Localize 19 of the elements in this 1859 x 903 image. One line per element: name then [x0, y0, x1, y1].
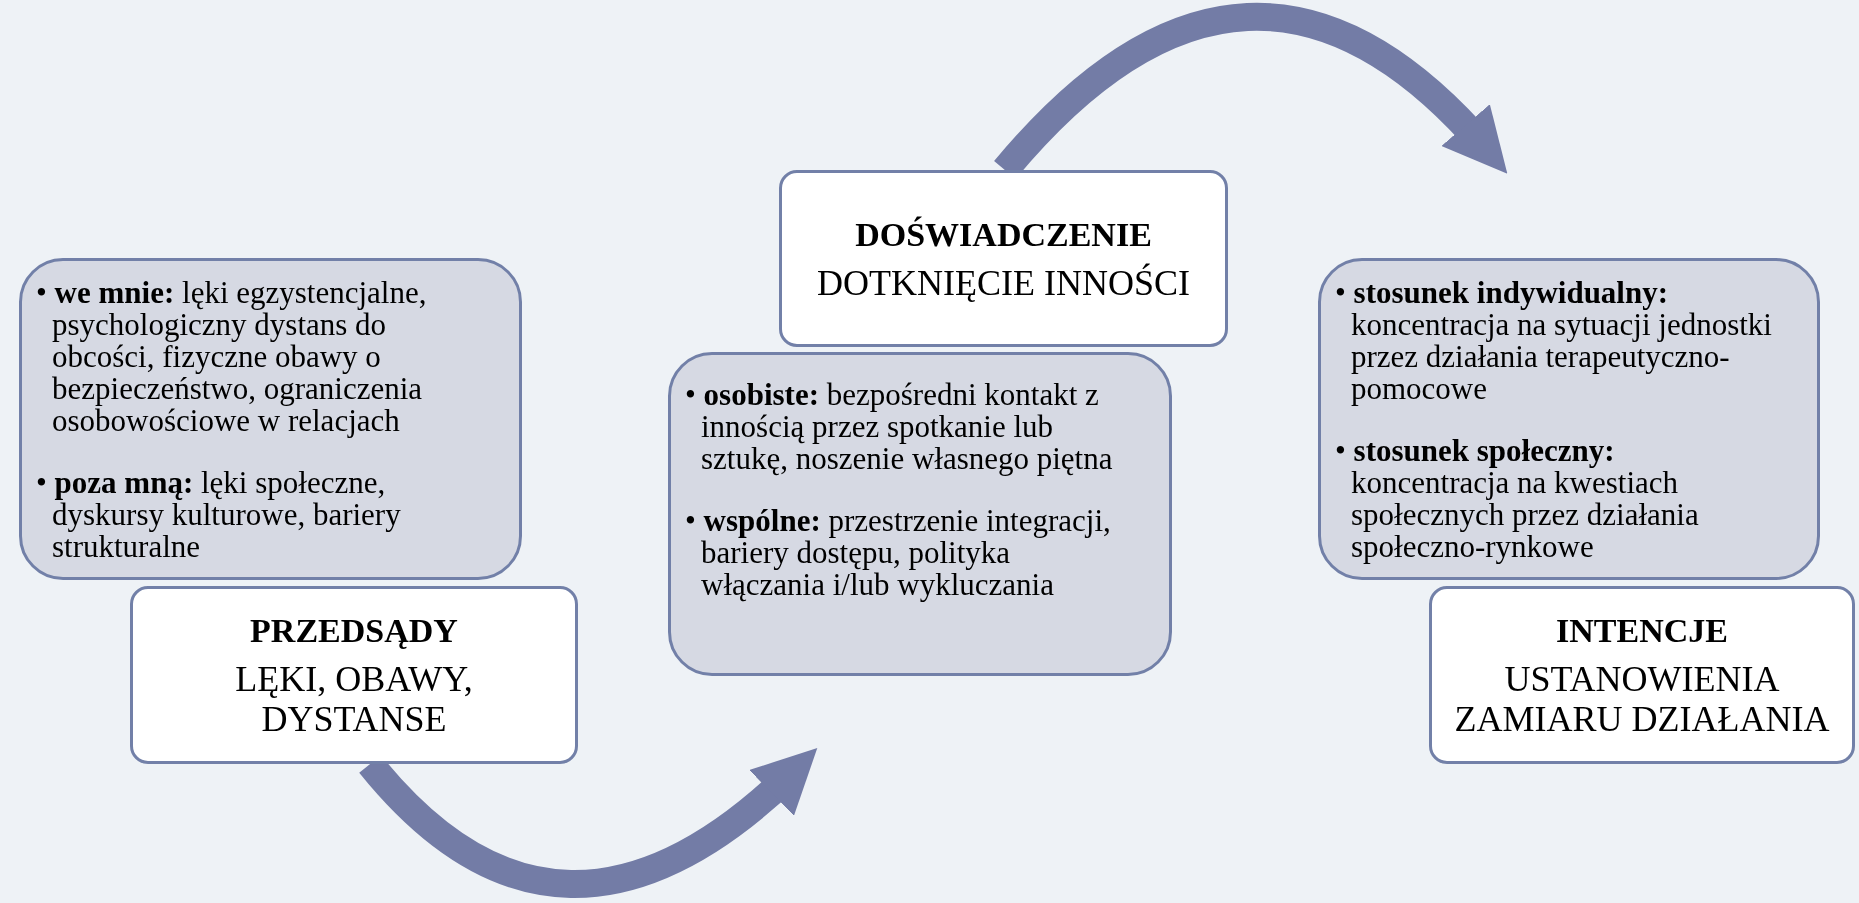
- subheading: USTANOWIENIA ZAMIARU DZIAŁANIA: [1453, 659, 1831, 739]
- heading: DOŚWIADCZENIE: [855, 214, 1152, 255]
- category-card: [1318, 258, 1820, 580]
- category-card: [19, 258, 522, 580]
- category-card: [668, 352, 1172, 676]
- heading: PRZEDSĄDY: [250, 611, 458, 651]
- bullet-text: • osobiste: bezpośredni kontakt z innością przez spotkanie lub sztukę, noszenie własnego piętna: [685, 379, 1114, 475]
- heading: INTENCJE: [1556, 611, 1728, 651]
- bullet-text: • wspólne: przestrzenie integracji, bariery dostępu, polityka włączania i/lub wykluczania: [685, 505, 1112, 601]
- bullet-text: • stosunek indywidualny: koncentracja na sytuacji jednostki przez działania terapeutyczno-pomocowe: [1335, 277, 1773, 405]
- bullet-text: • we mnie: lęki egzystencjalne, psychologiczny dystans do obcości, fizyczne obawy o bezpieczeństwo, ograniczenia osobowościowe w relacjach: [36, 277, 428, 437]
- bullet-text: • poza mną: lęki społeczne, dyskursy kulturowe, bariery strukturalne: [36, 467, 402, 563]
- title-box: [1429, 586, 1855, 764]
- title-box: [779, 170, 1228, 347]
- subheading: DOTKNIĘCIE INNOŚCI: [817, 262, 1190, 303]
- curved-arrow: [359, 749, 819, 898]
- title-box: [130, 586, 578, 764]
- subheading: LĘKI, OBAWY, DYSTANSE: [234, 659, 474, 739]
- bullet-text: • stosunek społeczny: koncentracja na kwestiach społecznych przez działania społeczno-rynkowe: [1335, 435, 1700, 563]
